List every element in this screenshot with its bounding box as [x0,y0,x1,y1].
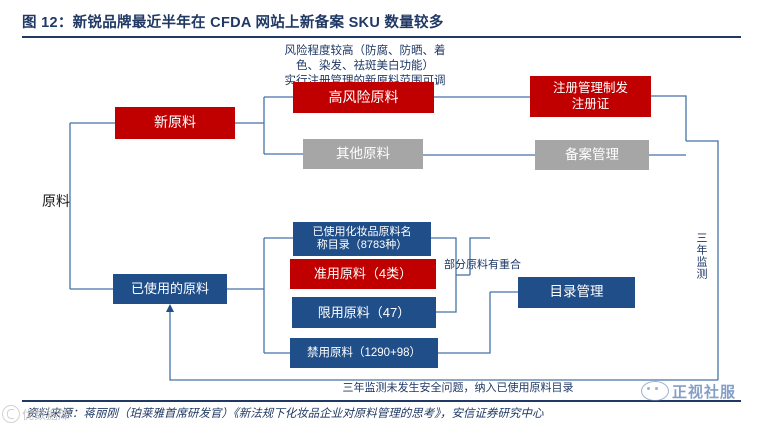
watermark-logo-icon [641,381,669,401]
node-new-material: 新原料 [115,107,235,139]
watermark-left: 优数据库 [22,408,71,422]
bottom-note: 三年监测未发生安全问题，纳入已使用原料目录 [342,382,574,394]
node-other-material: 其他原料 [303,139,423,169]
node-permitted-material: 准用原料（4类） [290,259,436,289]
node-registration-cert: 注册管理制发 注册证 [530,76,651,117]
watermark-left-logo-icon [2,405,20,423]
root-label: 原料 [42,193,70,209]
watermark-right: 正视社服 [672,384,737,401]
footer-divider [22,400,741,402]
node-restricted-material: 限用原料（47） [292,297,436,328]
node-used-catalog: 已使用化妆品原料名 称目录（8783种） [293,222,431,256]
node-filing-management: 备案管理 [535,140,649,170]
monitoring-period-label: 三年监测 [695,232,707,280]
title-divider [22,36,741,38]
source-line: 资料来源：蒋丽刚（珀莱雅首席研发官）《新法规下化妆品企业对原料管理的思考》，安信… [26,408,544,420]
node-high-risk-material: 高风险原料 [293,82,434,113]
node-catalog-management: 目录管理 [518,277,635,308]
node-used-material: 已使用的原料 [113,274,227,304]
page-title: 图 12：新锐品牌最近半年在 CFDA 网站上新备案 SKU 数量较多 [22,15,444,31]
overlap-note: 部分原料有重合 [444,259,521,271]
node-banned-material: 禁用原料（1290+98） [290,338,438,368]
